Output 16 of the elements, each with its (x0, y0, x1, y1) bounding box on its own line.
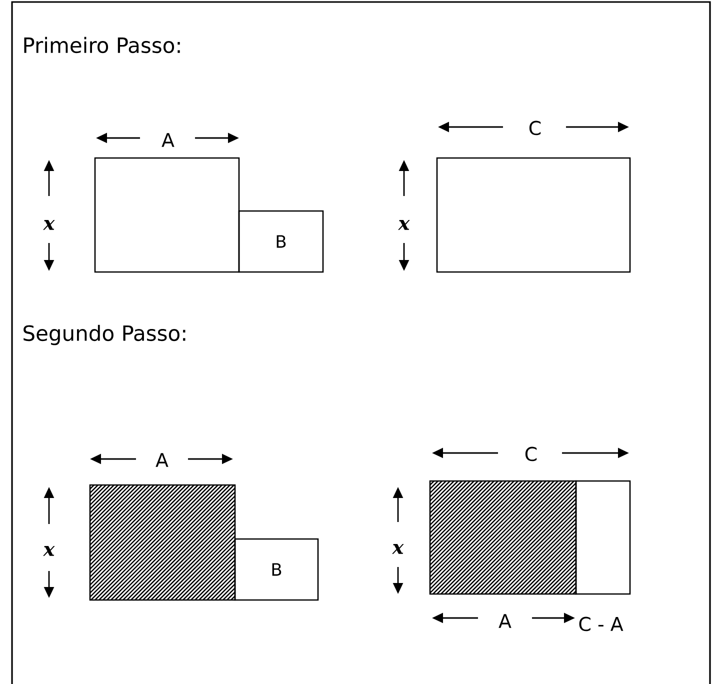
section-heading: Primeiro Passo: (24, 36, 180, 54)
rectangle (436, 157, 631, 273)
dimension-label: A (498, 614, 512, 628)
rectangle (94, 157, 240, 273)
dimension-label: C - A (579, 616, 624, 632)
dimension-label: x (392, 544, 404, 554)
hatched-rectangle (89, 484, 236, 601)
dimension-label: x (43, 220, 55, 230)
hatched-rectangle (429, 480, 577, 595)
dimension-label: A (156, 453, 168, 467)
dimension-label: x (43, 546, 55, 556)
labeled-rectangle: B (238, 210, 324, 273)
dimension-label: x (398, 220, 410, 230)
dimension-label: C (525, 446, 537, 462)
section-heading: Segundo Passo: (24, 324, 186, 346)
dimension-label: C (529, 120, 541, 136)
